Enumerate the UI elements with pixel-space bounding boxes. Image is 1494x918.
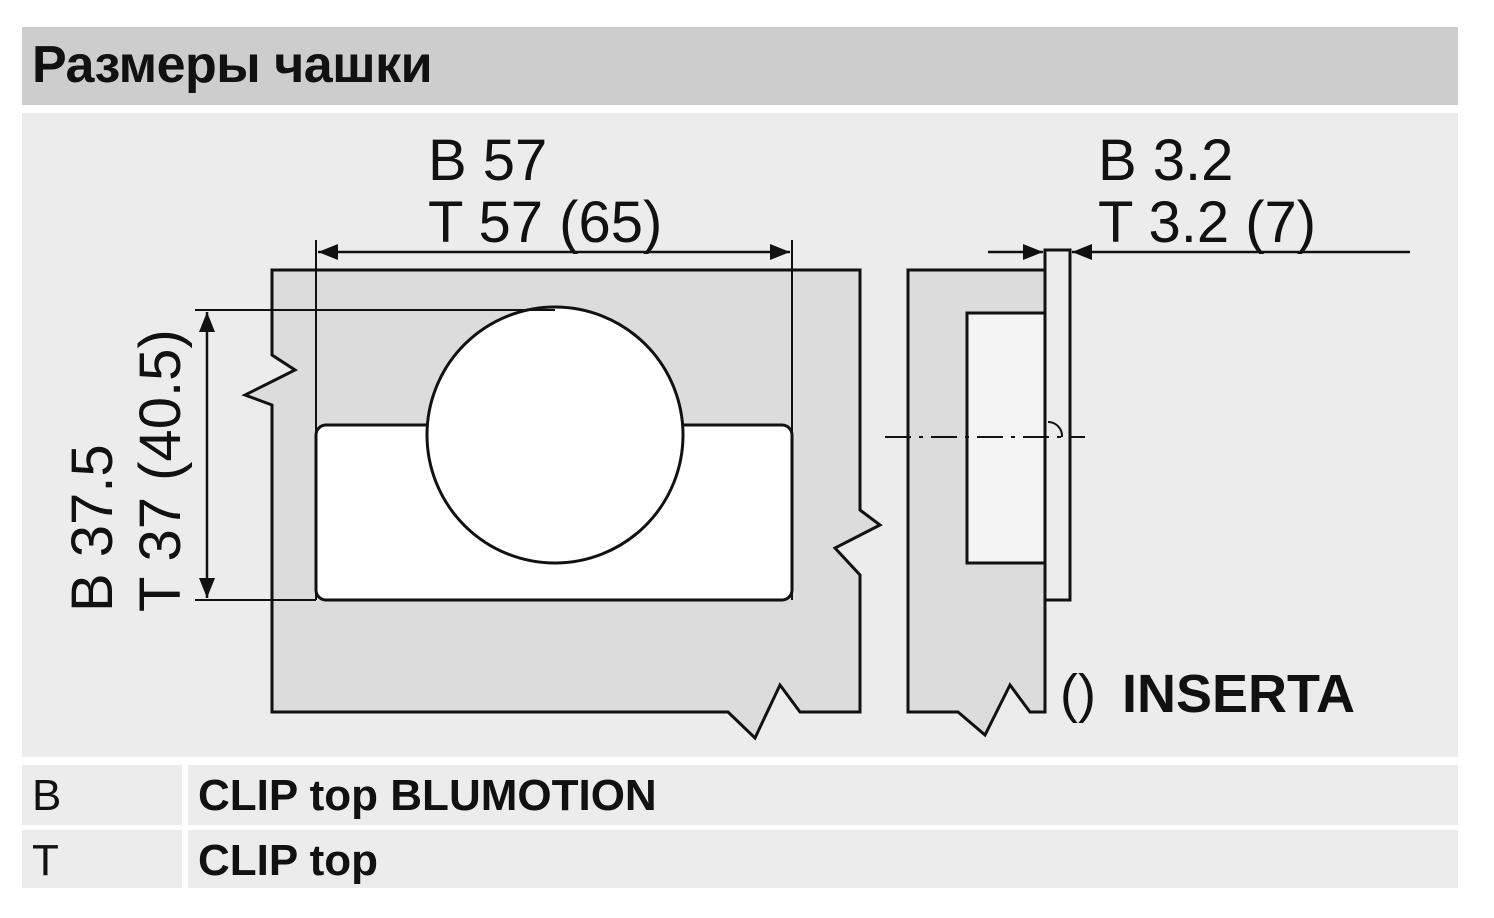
depth-label-b: B 3.2 [1098,128,1233,193]
legend-value: CLIP top [198,836,379,885]
legend-value: CLIP top BLUMOTION [198,771,657,820]
section-title: Размеры чашки [32,36,433,94]
height-label-t: T 37 (40.5) [128,329,193,612]
legend-key: B [32,771,62,820]
section-header: Размеры чашки [22,27,1458,105]
legend-row: B CLIP top BLUMOTION [22,765,1458,825]
inserta-label: INSERTA [1122,664,1355,724]
inserta-paren: () [1060,664,1096,724]
legend-key: T [32,836,59,885]
cup-bore-circle [425,305,685,565]
height-label-b: B 37.5 [60,444,125,612]
depth-label-t: T 3.2 (7) [1098,190,1316,255]
width-label-t: T 57 (65) [428,190,662,255]
legend-row: T CLIP top [22,830,1458,888]
width-label-b: B 57 [428,128,547,193]
